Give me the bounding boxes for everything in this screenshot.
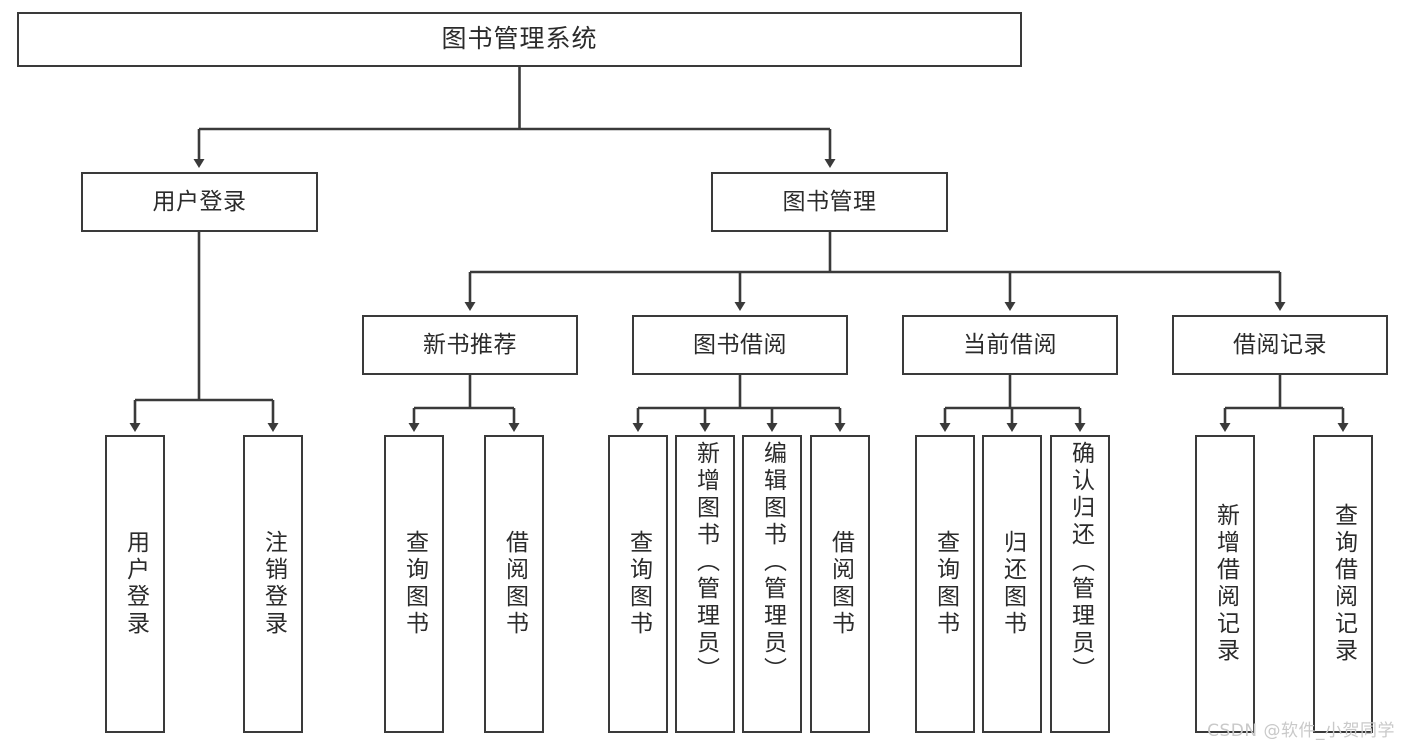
node-label: 查询图书 bbox=[401, 530, 428, 638]
node-leaf-query-book-3[interactable]: 查询图书 bbox=[915, 435, 975, 733]
node-label: 编辑图书（管理员） bbox=[759, 441, 786, 684]
node-label: 新增图书（管理员） bbox=[692, 441, 719, 684]
node-label: 借阅图书 bbox=[501, 530, 528, 638]
node-label: 借阅记录 bbox=[1233, 331, 1327, 358]
node-label: 确认归还（管理员） bbox=[1067, 441, 1094, 684]
node-label: 用户登录 bbox=[152, 188, 247, 215]
csdn-watermark: CSDN @软件_小贺同学 bbox=[1207, 721, 1395, 741]
node-leaf-confirm-return[interactable]: 确认归还（管理员） bbox=[1050, 435, 1110, 733]
node-label: 借阅图书 bbox=[827, 530, 854, 638]
node-leaf-add-book[interactable]: 新增图书（管理员） bbox=[675, 435, 735, 733]
node-leaf-borrow-book-1[interactable]: 借阅图书 bbox=[484, 435, 544, 733]
node-label: 图书管理 bbox=[782, 188, 877, 215]
node-root-book-management-system[interactable]: 图书管理系统 bbox=[17, 12, 1022, 67]
node-leaf-query-record[interactable]: 查询借阅记录 bbox=[1313, 435, 1373, 733]
node-label: 用户登录 bbox=[122, 530, 149, 638]
node-label: 新增借阅记录 bbox=[1212, 503, 1239, 665]
node-label: 归还图书 bbox=[999, 530, 1026, 638]
node-leaf-return-book[interactable]: 归还图书 bbox=[982, 435, 1042, 733]
node-new-book-recommend[interactable]: 新书推荐 bbox=[362, 315, 578, 375]
node-leaf-logout[interactable]: 注销登录 bbox=[243, 435, 303, 733]
node-leaf-add-record[interactable]: 新增借阅记录 bbox=[1195, 435, 1255, 733]
node-label: 查询图书 bbox=[932, 530, 959, 638]
node-label: 查询图书 bbox=[625, 530, 652, 638]
node-current-borrow[interactable]: 当前借阅 bbox=[902, 315, 1118, 375]
node-book-borrow[interactable]: 图书借阅 bbox=[632, 315, 848, 375]
node-label: 新书推荐 bbox=[423, 331, 517, 358]
node-user-login[interactable]: 用户登录 bbox=[81, 172, 318, 232]
node-leaf-query-book-1[interactable]: 查询图书 bbox=[384, 435, 444, 733]
node-book-management[interactable]: 图书管理 bbox=[711, 172, 948, 232]
node-borrow-record[interactable]: 借阅记录 bbox=[1172, 315, 1388, 375]
node-label: 注销登录 bbox=[260, 530, 287, 638]
node-label: 图书管理系统 bbox=[441, 24, 598, 54]
node-label: 图书借阅 bbox=[693, 331, 787, 358]
node-leaf-query-book-2[interactable]: 查询图书 bbox=[608, 435, 668, 733]
node-leaf-borrow-book-2[interactable]: 借阅图书 bbox=[810, 435, 870, 733]
node-leaf-edit-book[interactable]: 编辑图书（管理员） bbox=[742, 435, 802, 733]
node-leaf-user-login[interactable]: 用户登录 bbox=[105, 435, 165, 733]
node-label: 当前借阅 bbox=[963, 331, 1057, 358]
node-label: 查询借阅记录 bbox=[1330, 503, 1357, 665]
